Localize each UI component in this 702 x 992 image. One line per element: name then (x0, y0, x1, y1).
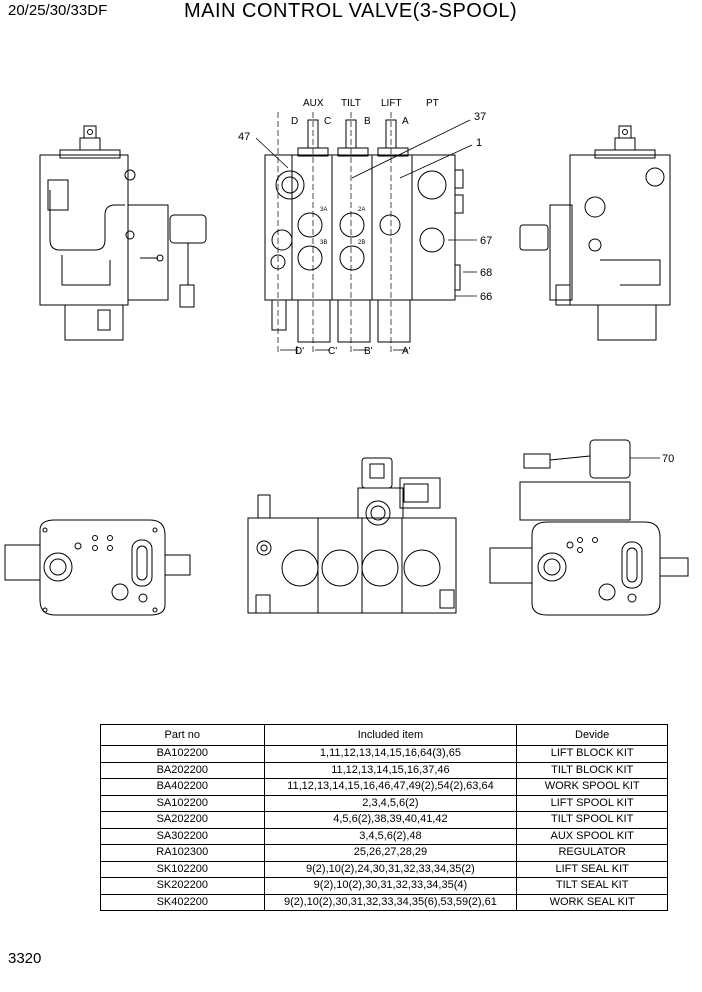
right-side-view (519, 125, 671, 341)
devide: LIFT SPOOL KIT (516, 794, 668, 812)
section-b-prime: B' (364, 346, 373, 357)
callout-68: 68 (480, 267, 492, 279)
included-item: 11,12,13,14,15,16,37,46 (263, 761, 518, 779)
included-item: 2,3,4,5,6(2) (263, 794, 518, 812)
callout-1: 1 (476, 137, 482, 149)
section-d-prime: D' (295, 346, 304, 357)
section-c: C (324, 116, 331, 127)
section-d: D (291, 116, 298, 127)
port-label-pt: PT (426, 98, 439, 109)
included-item: 9(2),10(2),30,31,32,33,34,35(6),53,59(2)… (263, 893, 518, 911)
section-c-prime: C' (328, 346, 337, 357)
bottom-right-view (489, 439, 689, 616)
port-label-lift: LIFT (381, 98, 402, 109)
included-item: 1,11,12,13,14,15,16,64(3),65 (263, 745, 518, 763)
front-view (264, 112, 464, 355)
part-no: SK102200 (100, 860, 265, 878)
col-header-devide: Devide (516, 724, 668, 746)
part-no: BA402200 (100, 778, 265, 796)
port-mark-2a: 2A (358, 207, 365, 213)
callout-67: 67 (480, 235, 492, 247)
section-a-prime: A' (402, 346, 411, 357)
col-header-part-no: Part no (100, 724, 265, 746)
devide: LIFT SEAL KIT (516, 860, 668, 878)
part-no: RA102300 (100, 844, 265, 862)
port-mark-3b: 3B (320, 240, 327, 246)
section-b: B (364, 116, 371, 127)
bottom-center-view (247, 457, 457, 614)
included-item: 11,12,13,14,15,16,46,47,49(2),54(2),63,6… (263, 778, 518, 796)
port-label-aux: AUX (303, 98, 324, 109)
devide: LIFT BLOCK KIT (516, 745, 668, 763)
devide: AUX SPOOL KIT (516, 827, 668, 845)
part-no: SA302200 (100, 827, 265, 845)
section-a: A (402, 116, 409, 127)
callout-70: 70 (662, 453, 674, 465)
col-header-included-item: Included item (263, 724, 518, 746)
model-label: 20/25/30/33DF (8, 2, 108, 19)
page-number: 3320 (8, 950, 42, 967)
included-item: 4,5,6(2),38,39,40,41,42 (263, 811, 518, 829)
devide: TILT BLOCK KIT (516, 761, 668, 779)
devide: REGULATOR (516, 844, 668, 862)
table-header-row: Part no Included item Devide (100, 724, 668, 746)
included-item: 25,26,27,28,29 (263, 844, 518, 862)
devide: WORK SPOOL KIT (516, 778, 668, 796)
part-no: SA202200 (100, 811, 265, 829)
callout-66: 66 (480, 291, 492, 303)
included-item: 9(2),10(2),30,31,32,33,34,35(4) (263, 877, 518, 895)
included-item: 3,4,5,6(2),48 (263, 827, 518, 845)
part-no: SK202200 (100, 877, 265, 895)
part-no: SA102200 (100, 794, 265, 812)
devide: WORK SEAL KIT (516, 893, 668, 911)
valve-drawing: AUX TILT LIFT PT D C B A D' C' B' A' 3A … (4, 98, 689, 616)
bottom-left-view (4, 519, 191, 616)
devide: TILT SPOOL KIT (516, 811, 668, 829)
included-item: 9(2),10(2),24,30,31,32,33,34,35(2) (263, 860, 518, 878)
part-no: BA102200 (100, 745, 265, 763)
page-title: MAIN CONTROL VALVE(3-SPOOL) (184, 0, 518, 22)
callout-47: 47 (238, 131, 250, 143)
left-side-view (39, 125, 207, 341)
part-no: SK402200 (100, 893, 265, 911)
port-mark-3a: 3A (320, 207, 327, 213)
port-mark-2b: 2B (358, 240, 365, 246)
callout-37: 37 (474, 111, 486, 123)
part-no: BA202200 (100, 761, 265, 779)
devide: TILT SEAL KIT (516, 877, 668, 895)
port-label-tilt: TILT (341, 98, 361, 109)
